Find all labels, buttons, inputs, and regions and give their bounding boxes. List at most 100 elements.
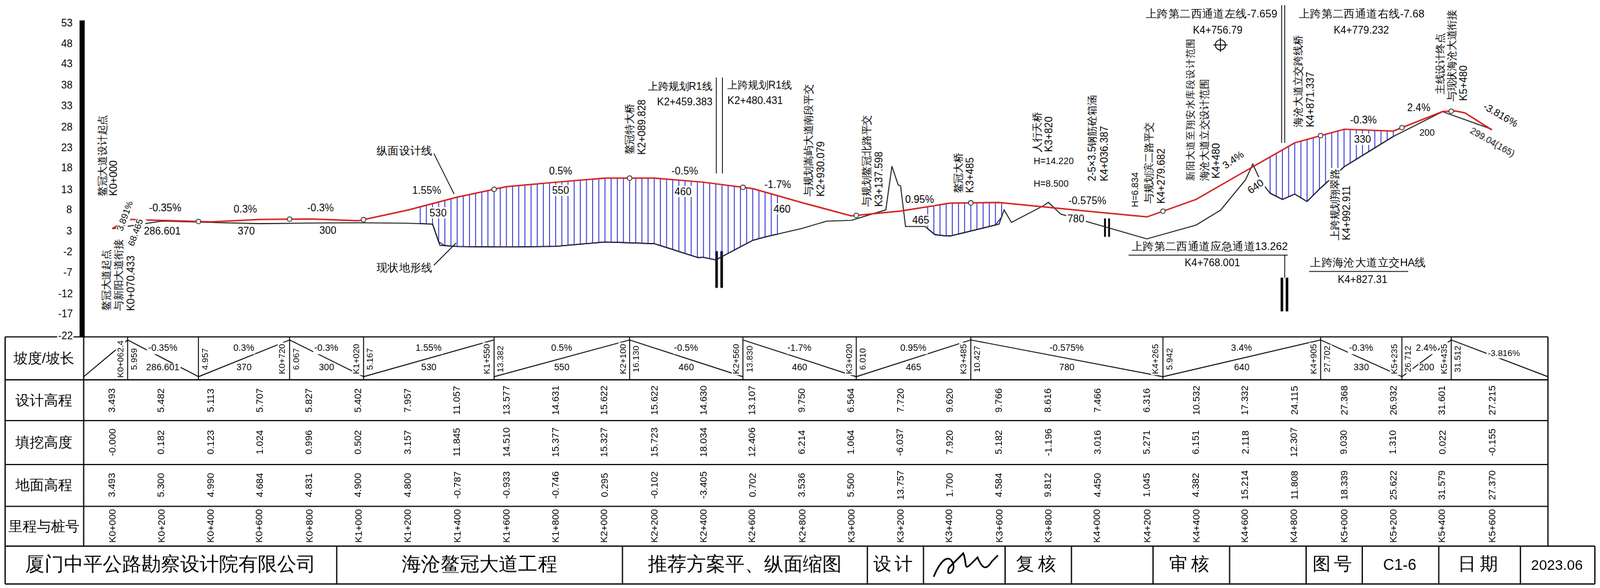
profile-annotation: 海沧大道立交跨线桥 xyxy=(1291,33,1303,128)
fill-hatch xyxy=(580,180,581,245)
grade-length: 640 xyxy=(1233,363,1251,374)
fill-hatch xyxy=(629,178,630,243)
grade-length: 460 xyxy=(677,363,696,374)
profile-annotation: K2+459.383 xyxy=(656,95,714,107)
fill-hatch xyxy=(505,186,507,248)
cut-fill-height: -0.000 xyxy=(106,427,117,458)
station-label: K5+000 xyxy=(1338,507,1349,544)
ground-elevation: 18.339 xyxy=(1339,468,1350,501)
leader-line xyxy=(1284,5,1285,143)
cut-fill-height: 0.123 xyxy=(205,428,216,456)
fill-hatch xyxy=(499,187,501,247)
fill-hatch xyxy=(585,179,587,244)
fill-hatch xyxy=(647,178,649,244)
cut-fill-height: 9.030 xyxy=(1338,428,1349,456)
design-elevation: 7.957 xyxy=(402,386,413,414)
grade-vertex: 16.130 xyxy=(631,344,642,373)
fill-hatch xyxy=(1275,153,1277,197)
section-symbol xyxy=(1220,37,1221,52)
cut-fill-height: 15.327 xyxy=(599,426,610,458)
ground-elevation: 3.493 xyxy=(106,471,117,499)
grade-text: 1.55% xyxy=(414,343,443,354)
profile-annotation: K4+768.001 xyxy=(1183,257,1241,269)
row-header: 设计高程 xyxy=(14,392,74,408)
row-header: 坡度/坡长 xyxy=(12,350,76,367)
design-elevation: 24.115 xyxy=(1289,384,1300,416)
grade-vertex: 6.010 xyxy=(858,346,869,371)
station-label: K5+200 xyxy=(1388,507,1399,544)
profile-annotation: K3+137.598 xyxy=(872,149,884,208)
cut-fill-height: 2.118 xyxy=(1240,429,1251,456)
grade-vertex: K5+435 xyxy=(1439,342,1450,375)
fill-hatch xyxy=(988,202,990,227)
grade-vertex-line xyxy=(742,336,743,380)
fill-hatch xyxy=(1380,130,1382,145)
title-block-cell: 日期 xyxy=(1457,554,1503,575)
ground-elevation: 4.990 xyxy=(205,471,216,499)
ground-elevation: 25.622 xyxy=(1388,468,1399,501)
station-label: K1+600 xyxy=(501,507,512,544)
cut-fill-height: -6.037 xyxy=(895,427,906,458)
table-grid xyxy=(1547,336,1549,546)
fill-hatch xyxy=(536,184,538,247)
grade-diagonal xyxy=(742,339,856,377)
profile-annotation: 330 xyxy=(1353,133,1373,145)
grade-vertex-dot xyxy=(196,218,201,224)
grade-vertex: 27.702 xyxy=(1322,344,1332,373)
fill-hatch xyxy=(727,185,729,254)
fill-hatch xyxy=(530,184,532,247)
fill-hatch xyxy=(419,206,421,224)
design-elevation: 3.493 xyxy=(106,386,117,414)
title-block-cell: 2023.06 xyxy=(1530,556,1584,573)
grade-length: 200 xyxy=(1417,363,1436,374)
fill-hatch xyxy=(610,178,612,243)
profile-annotation: 上跨规划R1线 xyxy=(647,80,714,92)
grade-vertex-dot xyxy=(968,200,973,206)
fill-hatch xyxy=(1392,131,1394,137)
design-elevation: 5.827 xyxy=(303,386,314,414)
profile-annotation: K4+992.911 xyxy=(1340,184,1352,242)
profile-annotation: 286.601 xyxy=(142,225,182,237)
elevation-axis-bar xyxy=(79,20,85,338)
fill-hatch xyxy=(512,186,513,247)
table-grid xyxy=(83,336,85,546)
axis-value: -12 xyxy=(56,287,74,299)
cut-fill-height: 3.157 xyxy=(402,428,413,456)
profile-annotation: -0.3% xyxy=(306,202,335,214)
profile-annotation: K4+036.387 xyxy=(1098,124,1110,183)
station-label: K0+400 xyxy=(205,507,216,544)
ground-elevation: 1.700 xyxy=(944,471,955,499)
profile-annotation: 鳌冠特大桥 xyxy=(623,102,635,156)
profile-annotation: 上跨规划翔翠路 xyxy=(1328,167,1340,241)
cut-fill-height: 5.182 xyxy=(993,428,1004,456)
row-header: 里程与桩号 xyxy=(7,518,81,534)
title-block-cell: 海沧鳌冠大道工程 xyxy=(401,553,559,575)
cut-fill-height: 0.996 xyxy=(303,428,314,456)
fill-hatch xyxy=(758,190,759,239)
grade-vertex: 4.957 xyxy=(200,346,210,371)
title-block-cell: C1-6 xyxy=(1382,555,1418,573)
design-elevation: 13.107 xyxy=(747,384,758,416)
ground-elevation: 3.536 xyxy=(796,471,807,499)
grade-vertex: 26.712 xyxy=(1403,344,1414,373)
station-label: K1+200 xyxy=(402,507,413,544)
cut-fill-height: 18.034 xyxy=(698,426,709,458)
section-symbol xyxy=(1213,37,1228,52)
grade-text: 0.5% xyxy=(550,343,574,354)
station-label: K0+200 xyxy=(156,507,167,544)
grade-diagonal xyxy=(1320,339,1402,377)
fill-hatch xyxy=(592,178,593,243)
cut-fill-height: 0.022 xyxy=(1437,428,1448,456)
design-elevation: 27.215 xyxy=(1486,384,1497,416)
cut-fill-height: 1.064 xyxy=(846,428,857,456)
fill-hatch xyxy=(733,186,735,250)
profile-annotation: 新阳大道至翔安水库段设计范围 xyxy=(1185,36,1196,182)
grade-diagonal xyxy=(1401,339,1451,377)
ground-elevation: 5.500 xyxy=(846,471,857,499)
grade-vertex-line xyxy=(970,336,971,380)
cut-fill-height: 12.307 xyxy=(1289,426,1300,458)
fill-hatch xyxy=(945,203,947,236)
grade-vertex: 5.167 xyxy=(365,346,376,371)
profile-annotation: 0.95% xyxy=(904,193,936,205)
fill-hatch xyxy=(475,193,477,247)
